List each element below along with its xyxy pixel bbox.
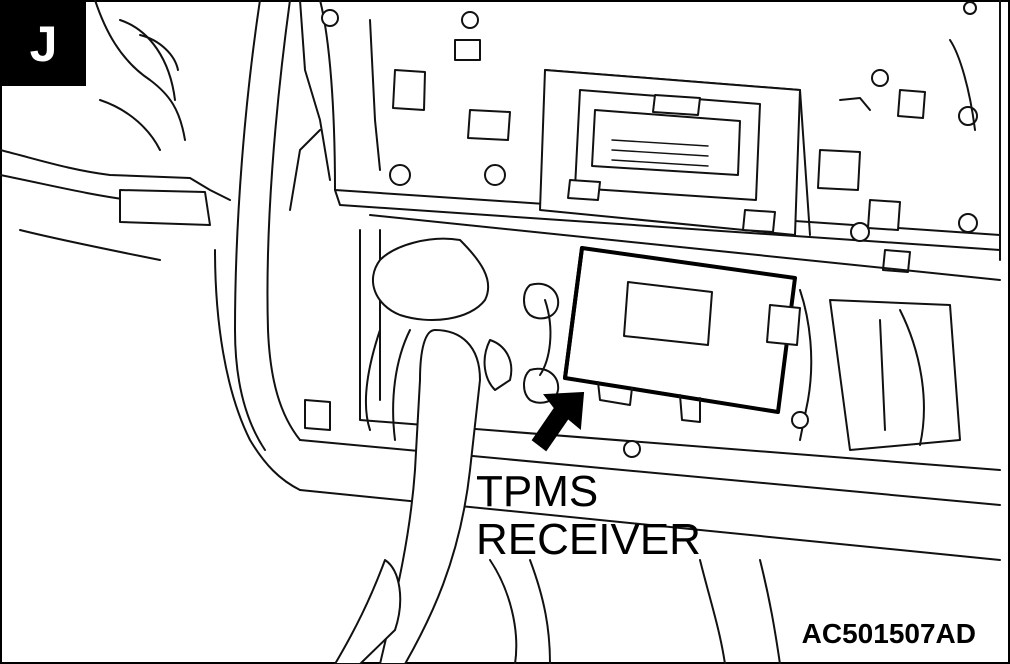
wiring-harness (334, 237, 781, 664)
callout-arrow (531, 391, 585, 452)
tpms-receiver-callout: TPMS RECEIVER (476, 468, 701, 564)
left-dash-area (0, 0, 231, 261)
console-left-panel (214, 0, 331, 491)
callout-line-2: RECEIVER (476, 515, 701, 564)
view-label-badge: J (1, 1, 86, 86)
callout-line-1: TPMS (476, 467, 599, 516)
lower-opening (299, 214, 1001, 561)
tpms-receiver-module (563, 246, 813, 441)
figure-reference-code: AC501507AD (801, 618, 976, 649)
upper-connector-module (539, 69, 801, 236)
